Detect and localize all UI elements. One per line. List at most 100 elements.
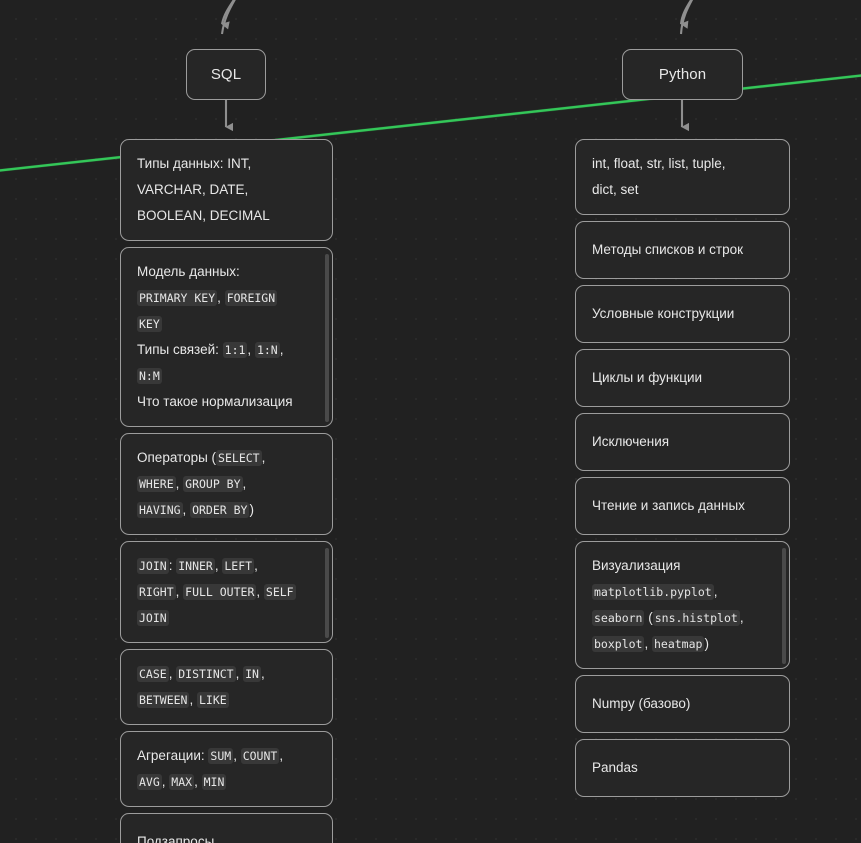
code-token: BETWEEN: [137, 692, 190, 708]
node-scrollbar-thumb[interactable]: [782, 548, 786, 664]
node-text-line: Что такое нормализация: [137, 389, 316, 415]
text-token: Условные конструкции: [592, 306, 735, 321]
code-token: IN: [243, 666, 261, 682]
node-text-line: N:M: [137, 363, 316, 389]
code-token: JOIN: [137, 610, 169, 626]
text-token: (: [644, 610, 653, 625]
node-text-line: Условные конструкции: [592, 301, 773, 327]
node-sql[interactable]: SQL: [186, 49, 266, 100]
node-sql-clauses[interactable]: CASE, DISTINCT, IN,BETWEEN, LIKE: [120, 649, 333, 725]
text-token: ,: [261, 450, 266, 465]
code-token: MAX: [169, 774, 195, 790]
node-py-loops-functions[interactable]: Циклы и функции: [575, 349, 790, 407]
node-py-numpy[interactable]: Numpy (базово): [575, 675, 790, 733]
text-token: Подзапросы: [137, 834, 215, 843]
node-text-line: Методы списков и строк: [592, 237, 773, 263]
node-py-types[interactable]: int, float, str, list, tuple, dict, set: [575, 139, 790, 215]
code-token: seaborn: [592, 610, 645, 626]
text-token: ,: [644, 636, 652, 651]
text-token: ,: [217, 290, 225, 305]
node-body: Операторы (SELECT,WHERE, GROUP BY,HAVING…: [137, 445, 316, 523]
text-token: ,: [247, 342, 255, 357]
text-token: Модель данных:: [137, 264, 240, 279]
node-text-line: Исключения: [592, 429, 773, 455]
node-py-exceptions[interactable]: Исключения: [575, 413, 790, 471]
node-body: Типы данных: INT,VARCHAR, DATE,BOOLEAN, …: [137, 151, 316, 229]
node-scrollbar-thumb[interactable]: [325, 254, 329, 422]
text-token: ,: [168, 666, 177, 681]
node-py-conditionals[interactable]: Условные конструкции: [575, 285, 790, 343]
node-text-line: Агрегации: SUM, COUNT,: [137, 743, 316, 769]
text-token: int, float, str, list, tuple,: [592, 156, 726, 171]
node-text-line: BETWEEN, LIKE: [137, 687, 316, 713]
node-text-line: Типы данных: INT,: [137, 151, 316, 177]
code-token: GROUP BY: [183, 476, 243, 492]
node-text-line: HAVING, ORDER BY): [137, 497, 316, 523]
text-token: ): [704, 636, 709, 651]
text-token: Визуализация: [592, 558, 681, 573]
code-token: SELF: [263, 584, 296, 600]
node-text-line: boxplot, heatmap): [592, 631, 773, 657]
code-token: N:M: [137, 368, 162, 384]
code-token: DISTINCT: [176, 666, 236, 682]
node-text-line: Чтение и запись данных: [592, 493, 773, 519]
text-token: ,: [279, 342, 284, 357]
text-token: ,: [182, 502, 191, 517]
node-text-line: Циклы и функции: [592, 365, 773, 391]
node-text-line: Модель данных:: [137, 259, 316, 285]
code-token: CASE: [137, 666, 169, 682]
code-token: 1:N: [254, 342, 280, 358]
text-token: :: [168, 558, 177, 573]
node-sql-aggregations[interactable]: Агрегации: SUM, COUNT,AVG, MAX, MIN: [120, 731, 333, 807]
text-token: dict, set: [592, 182, 639, 197]
text-token: ,: [713, 584, 718, 599]
code-token: INNER: [176, 558, 215, 574]
node-text-line: CASE, DISTINCT, IN,: [137, 661, 316, 687]
node-py-io[interactable]: Чтение и запись данных: [575, 477, 790, 535]
node-python[interactable]: Python: [622, 49, 743, 100]
text-token: ,: [194, 774, 202, 789]
node-text-line: WHERE, GROUP BY,: [137, 471, 316, 497]
node-python-label: Python: [658, 66, 707, 83]
code-token: WHERE: [137, 476, 176, 492]
node-sql-joins[interactable]: JOIN: INNER, LEFT,RIGHT, FULL OUTER, SEL…: [120, 541, 333, 643]
node-body: Подзапросы: [137, 829, 316, 843]
node-text-line: AVG, MAX, MIN: [137, 769, 316, 795]
node-sql-subqueries[interactable]: Подзапросы: [120, 813, 333, 843]
node-body: Чтение и запись данных: [592, 493, 773, 519]
text-token: ,: [175, 476, 184, 491]
node-scrollbar-thumb[interactable]: [325, 548, 329, 638]
code-token: RIGHT: [137, 584, 176, 600]
text-token: Чтение и запись данных: [592, 498, 745, 513]
code-token: COUNT: [240, 748, 280, 764]
text-token: Pandas: [592, 760, 638, 775]
node-sql-operators[interactable]: Операторы (SELECT,WHERE, GROUP BY,HAVING…: [120, 433, 333, 535]
node-body: Numpy (базово): [592, 691, 773, 717]
code-token: HAVING: [137, 502, 183, 518]
node-body: Агрегации: SUM, COUNT,AVG, MAX, MIN: [137, 743, 316, 795]
text-token: ,: [260, 666, 265, 681]
edge-into-sql: [220, 0, 236, 30]
node-py-pandas[interactable]: Pandas: [575, 739, 790, 797]
node-text-line: JOIN: [137, 605, 316, 631]
node-text-line: Типы связей: 1:1, 1:N,: [137, 337, 316, 363]
text-token: ,: [235, 666, 244, 681]
code-token: FULL OUTER: [183, 584, 257, 600]
node-text-line: PRIMARY KEY, FOREIGN: [137, 285, 316, 311]
node-body: Условные конструкции: [592, 301, 773, 327]
node-text-line: RIGHT, FULL OUTER, SELF: [137, 579, 316, 605]
node-sql-datatypes[interactable]: Типы данных: INT,VARCHAR, DATE,BOOLEAN, …: [120, 139, 333, 241]
node-text-line: KEY: [137, 311, 316, 337]
node-text-line: int, float, str, list, tuple,: [592, 151, 773, 177]
text-token: Типы данных: INT,: [137, 156, 252, 171]
node-body: Pandas: [592, 755, 773, 781]
code-token: AVG: [137, 774, 162, 790]
node-py-methods[interactable]: Методы списков и строк: [575, 221, 790, 279]
text-token: ,: [279, 748, 284, 763]
node-body: int, float, str, list, tuple, dict, set: [592, 151, 773, 203]
node-body: Методы списков и строк: [592, 237, 773, 263]
